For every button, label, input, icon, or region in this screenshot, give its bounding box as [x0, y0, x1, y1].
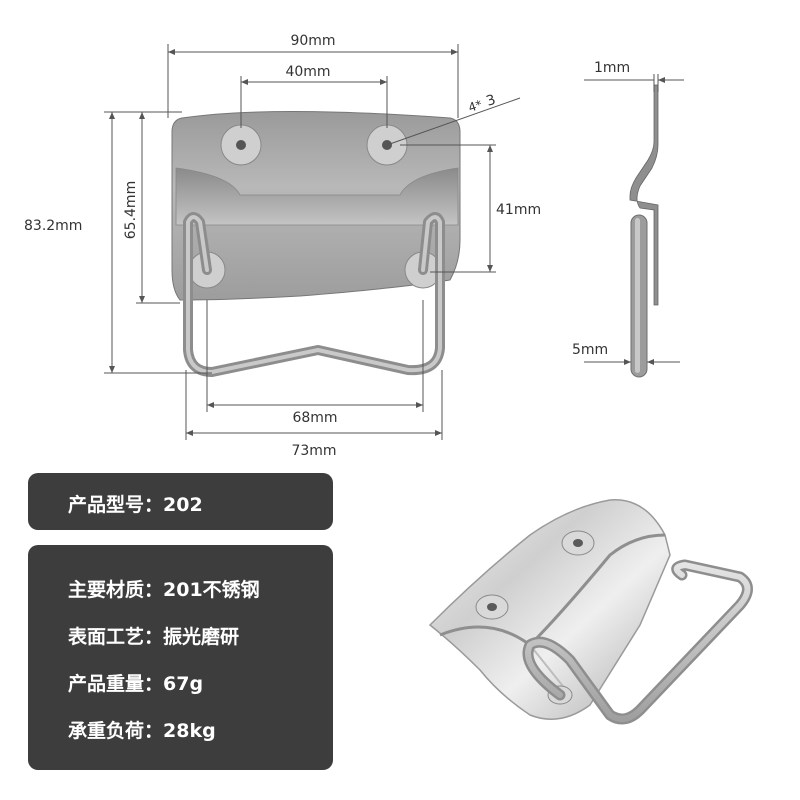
technical-drawing: 90mm 40mm 4* 3 83.2mm 65.4mm 41mm 68mm 7…	[24, 33, 684, 459]
dim-hole-spacing-vertical: 41mm	[496, 202, 541, 218]
finish-value: 振光磨研	[163, 626, 240, 648]
material-value: 201不锈钢	[163, 579, 260, 601]
mounting-hole-top-left	[220, 124, 262, 166]
model-row: 产品型号：202	[68, 490, 203, 517]
photo-hole-2	[561, 530, 595, 556]
load-row: 承重负荷：28kg	[68, 716, 216, 743]
front-view	[171, 111, 461, 377]
side-dimension-lines	[584, 74, 684, 365]
load-value: 28kg	[163, 720, 216, 742]
dim-hole-spacing-top: 40mm	[285, 64, 330, 80]
model-panel: 产品型号：202	[28, 473, 333, 530]
photo-hole-1	[475, 594, 509, 620]
load-label: 承重负荷：	[68, 720, 164, 742]
dim-hole-spec-value: 3	[484, 92, 497, 110]
side-plate-profile	[629, 84, 659, 306]
dim-wire-diameter: 5mm	[572, 342, 608, 358]
model-value: 202	[163, 494, 203, 516]
side-view	[629, 84, 659, 378]
material-label: 主要材质：	[68, 579, 164, 601]
dim-handle-outer-width: 73mm	[291, 443, 336, 459]
dim-thickness: 1mm	[594, 60, 630, 76]
specs-panel: 主要材质：201不锈钢 表面工艺：振光磨研 产品重量：67g 承重负荷：28kg	[28, 545, 333, 770]
dimension-lines	[104, 44, 521, 440]
weight-value: 67g	[163, 673, 204, 695]
plate-bend	[175, 167, 459, 226]
finish-label: 表面工艺：	[68, 626, 164, 648]
dim-overall-width: 90mm	[290, 33, 335, 49]
product-photo	[428, 499, 753, 725]
model-label: 产品型号：	[68, 494, 164, 516]
dim-handle-inner-width: 68mm	[292, 410, 337, 426]
weight-row: 产品重量：67g	[68, 669, 203, 696]
finish-row: 表面工艺：振光磨研	[68, 622, 239, 649]
dim-hole-spec-prefix: 4*	[467, 97, 484, 115]
material-row: 主要材质：201不锈钢	[68, 575, 260, 602]
weight-label: 产品重量：	[68, 673, 164, 695]
dim-plate-height: 65.4mm	[123, 181, 139, 239]
dim-overall-height: 83.2mm	[24, 218, 82, 234]
